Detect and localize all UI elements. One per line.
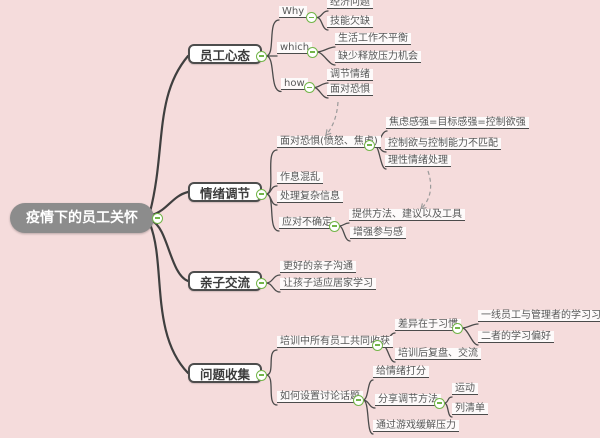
collapse-minus-icon[interactable] [352,394,364,406]
node-enhance-participation[interactable]: 增强参与感 [350,227,406,239]
node-games-relieve-stress[interactable]: 通过游戏缓解压力 [373,420,459,432]
collapse-minus-icon[interactable] [306,46,318,58]
node-set-discussion-topics[interactable]: 如何设置讨论话题 [277,391,363,403]
collapse-minus-icon[interactable] [371,339,383,351]
node-frontline-manager-habits[interactable]: 一线员工与管理者的学习习惯 [478,310,600,322]
node-exercise[interactable]: 运动 [452,383,478,395]
collapse-minus-icon[interactable] [363,139,375,151]
relationship-arrows [326,101,432,209]
branch-parent-child[interactable]: 亲子交流 [188,271,263,291]
node-post-training-review[interactable]: 培训后复盘、交流 [395,348,481,360]
node-lack-stress-release[interactable]: 缺少释放压力机会 [335,51,421,63]
collapse-minus-icon[interactable] [451,322,463,334]
collapse-minus-icon[interactable] [255,369,267,381]
collapse-minus-icon[interactable] [255,277,267,289]
branch-employee-mindset[interactable]: 员工心态 [188,44,263,64]
node-work-life-imbalance[interactable]: 生活工作不平衡 [335,33,411,45]
node-how[interactable]: how [281,77,308,90]
collapse-minus-icon[interactable] [306,12,317,23]
branch-emotion-regulation[interactable]: 情绪调节 [188,182,263,202]
collapse-minus-icon[interactable] [303,82,315,93]
node-adapt-home-learning[interactable]: 让孩子适应居家学习 [280,278,376,290]
node-face-fear[interactable]: 面对恐惧 [327,84,373,96]
node-face-fear-anger-anxiety[interactable]: 面对恐惧(愤怒、焦虑) [277,136,381,148]
node-rate-emotions[interactable]: 给情绪打分 [373,366,429,378]
node-training-shared-gain[interactable]: 培训中所有员工共同收获 [277,336,393,348]
collapse-minus-icon[interactable] [255,50,267,62]
node-economic-problems[interactable]: 经济问题 [327,0,373,9]
node-anxiety-goal-control[interactable]: 焦虑感强=目标感强=控制欲强 [386,117,529,129]
node-provide-methods-tools[interactable]: 提供方法、建议以及工具 [349,209,465,221]
node-cope-uncertainty[interactable]: 应对不确定 [279,217,335,229]
node-share-methods[interactable]: 分享调节方法 [375,394,441,406]
node-habit-difference[interactable]: 差异在于习惯 [395,319,461,331]
node-regulate-emotion[interactable]: 调节情绪 [327,69,373,81]
collapse-minus-icon[interactable] [433,397,445,409]
node-why[interactable]: Why [279,6,308,18]
collapse-minus-icon[interactable] [328,220,340,232]
collapse-minus-icon[interactable] [152,212,163,224]
node-which[interactable]: which [277,42,313,54]
node-make-list[interactable]: 列清单 [452,403,488,415]
node-complex-information[interactable]: 处理复杂信息 [277,191,343,203]
node-control-mismatch[interactable]: 控制欲与控制能力不匹配 [385,138,501,150]
root-topic[interactable]: 疫情下的员工关怀 [10,203,154,233]
node-rational-emotion[interactable]: 理性情绪处理 [385,155,451,167]
collapse-minus-icon[interactable] [255,188,267,200]
branch-problem-collection[interactable]: 问题收集 [188,363,263,383]
node-disordered-routine[interactable]: 作息混乱 [277,172,323,184]
node-better-communication[interactable]: 更好的亲子沟通 [280,261,356,273]
node-learning-preference[interactable]: 二者的学习偏好 [478,331,554,343]
node-skill-gap[interactable]: 技能欠缺 [327,16,373,28]
